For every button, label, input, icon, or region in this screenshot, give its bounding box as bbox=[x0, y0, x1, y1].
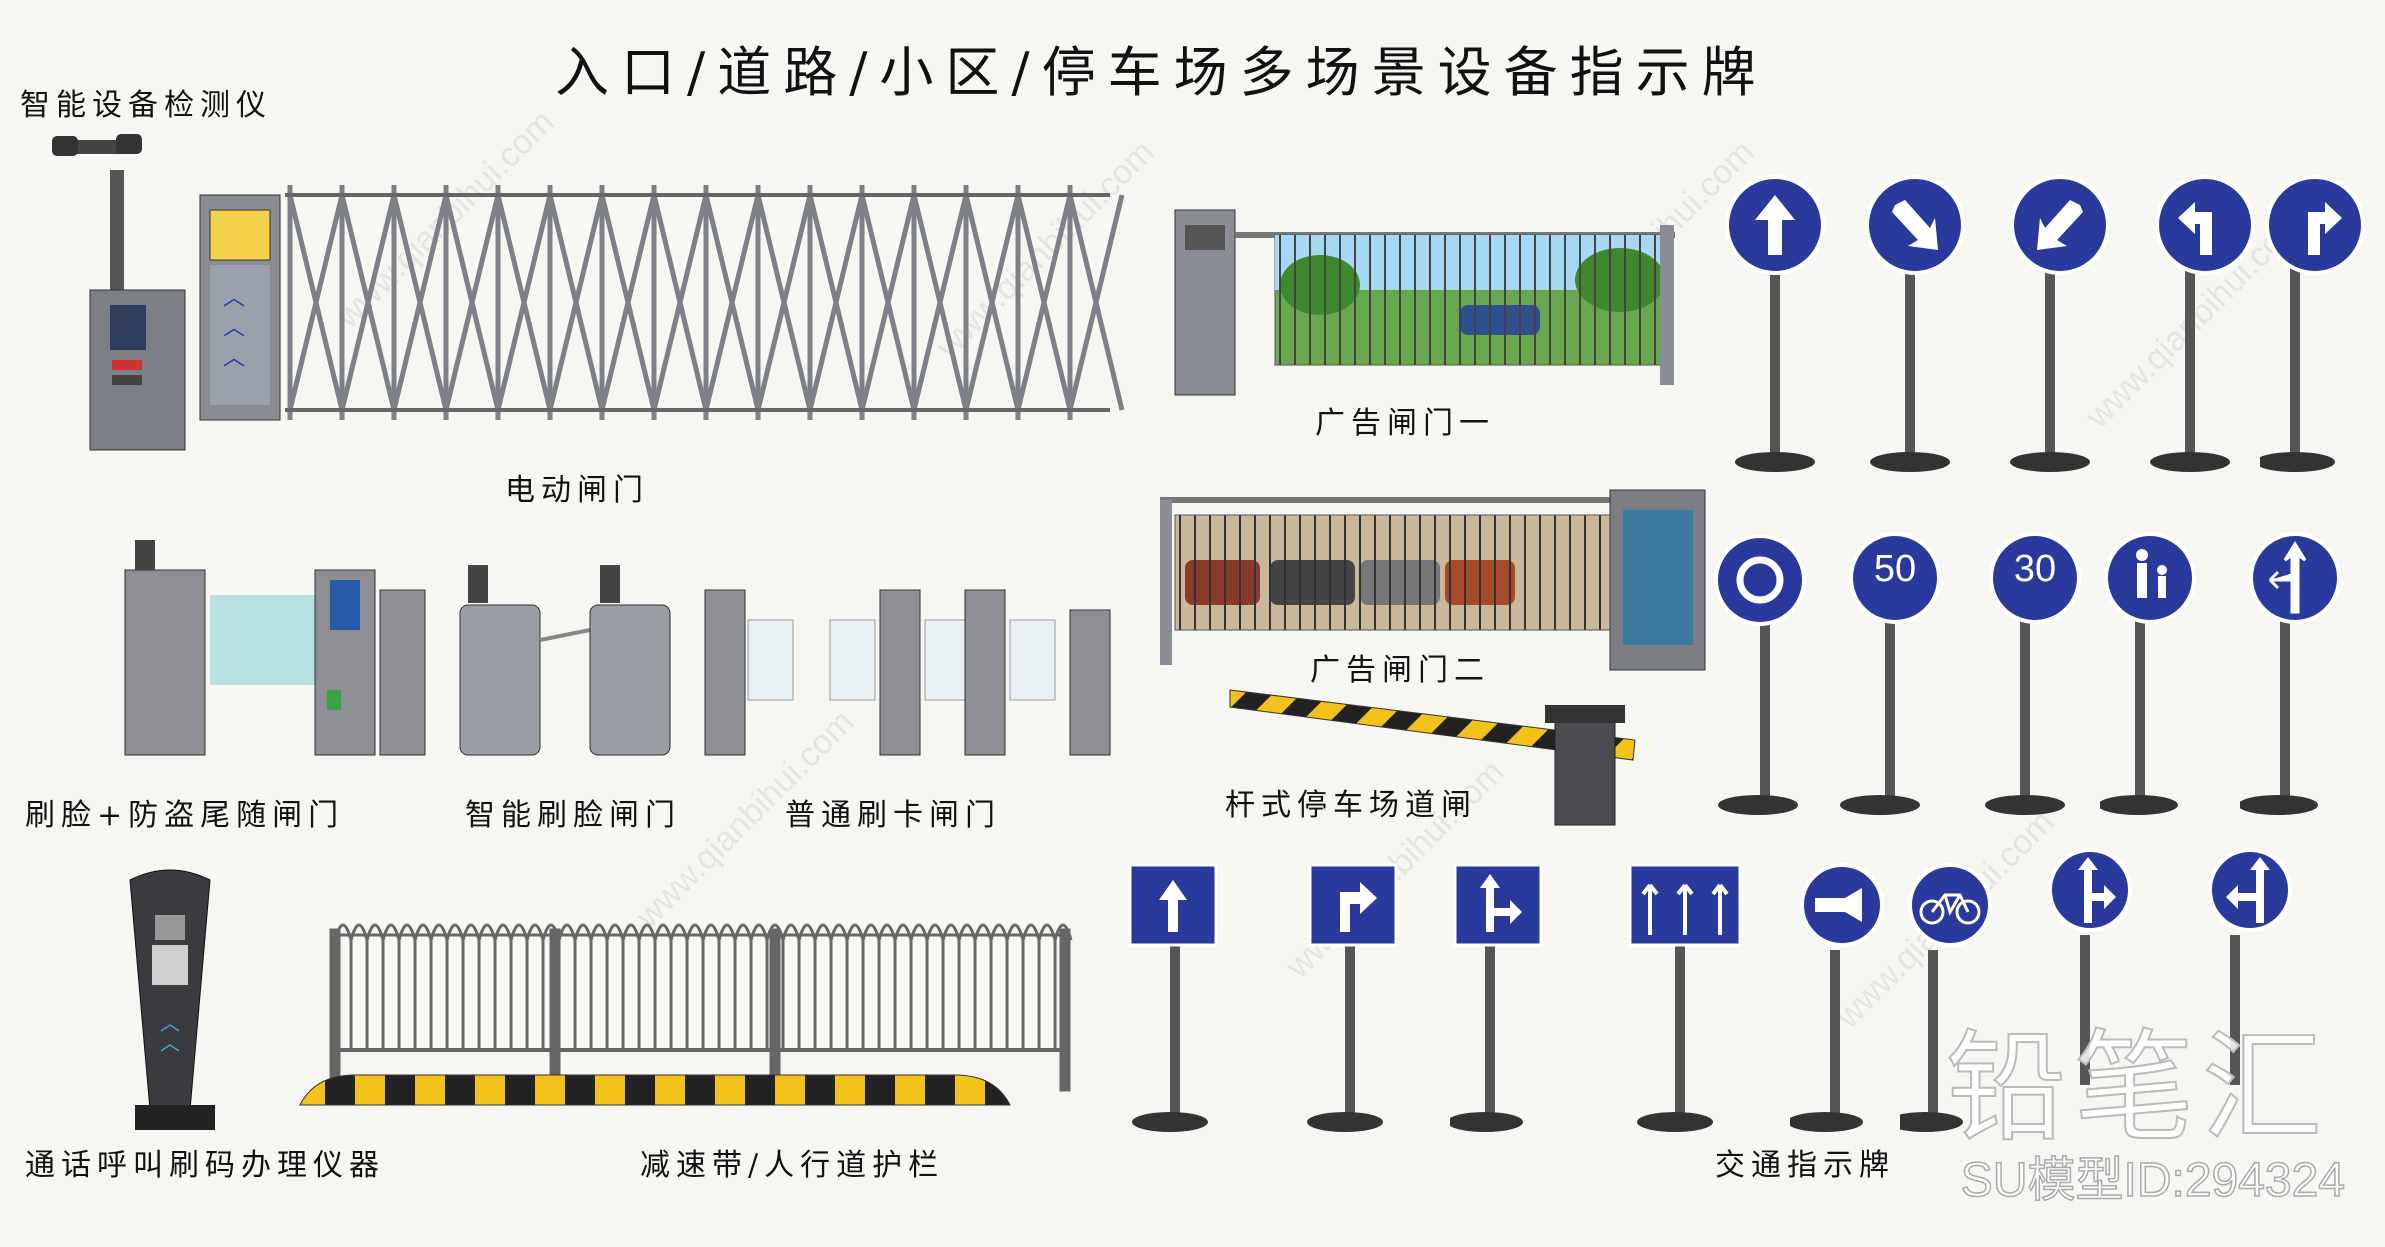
roundabout-sign bbox=[1714, 534, 1806, 815]
svg-text:︿: ︿ bbox=[223, 286, 245, 311]
ad-gate-one bbox=[1174, 209, 1675, 396]
page-title: 入口/道路/小区/停车场多场景设备指示牌 bbox=[555, 41, 1768, 104]
down-left-arrow-sign bbox=[2010, 175, 2110, 472]
electric-folding-gate: ︿ ︿ ︿ bbox=[199, 185, 1125, 421]
label-smart-face-gate: 智能刷脸闸门 bbox=[465, 798, 681, 833]
brand-watermark: 铅笔汇 bbox=[1945, 1018, 2330, 1159]
square-multi-lane-sign bbox=[1628, 863, 1742, 1132]
down-right-arrow-sign bbox=[1865, 175, 1965, 472]
square-straight-sign bbox=[1128, 863, 1218, 1132]
label-electric-gate: 电动闸门 bbox=[505, 473, 649, 508]
pedestrian-sign bbox=[2100, 532, 2196, 815]
label-card-gate: 普通刷卡闸门 bbox=[785, 798, 1001, 833]
label-intercom: 通话呼叫刷码办理仪器 bbox=[25, 1148, 385, 1183]
straight-right-round-sign bbox=[2048, 848, 2132, 1085]
speed-30-text: 30 bbox=[2013, 548, 2057, 590]
face-tailgate-device bbox=[124, 540, 426, 756]
svg-text:︿: ︿ bbox=[223, 346, 245, 371]
speed-bump bbox=[299, 1074, 1011, 1106]
label-speed-bump-fence: 减速带/人行道护栏 bbox=[640, 1148, 945, 1183]
straight-left-right-sign bbox=[2240, 532, 2341, 815]
pedestrian-fence bbox=[329, 923, 1073, 1092]
label-ad-gate-2: 广告闸门二 bbox=[1310, 653, 1490, 688]
label-traffic-signs: 交通指示牌 bbox=[1715, 1148, 1895, 1183]
smart-face-gate-device bbox=[459, 565, 671, 756]
svg-text:︿: ︿ bbox=[160, 1011, 180, 1035]
detector-device bbox=[52, 134, 186, 451]
ad-gate-two bbox=[1160, 489, 1706, 671]
horn-sign bbox=[1790, 863, 1884, 1132]
turn-right-arrow-sign bbox=[2260, 175, 2365, 472]
label-detector: 智能设备检测仪 bbox=[20, 88, 272, 123]
label-face-tailgate: 刷脸+防盗尾随闸门 bbox=[25, 798, 345, 833]
bicycle-sign bbox=[1900, 863, 1992, 1132]
square-straight-right-sign bbox=[1450, 863, 1543, 1132]
model-id-watermark: SU模型ID:294324 bbox=[1960, 1153, 2346, 1208]
svg-text:︿: ︿ bbox=[160, 1031, 180, 1055]
label-ad-gate-1: 广告闸门一 bbox=[1315, 406, 1495, 441]
svg-text:︿: ︿ bbox=[223, 316, 245, 341]
speed-limit-50-sign bbox=[1840, 532, 1941, 815]
label-barrier-gate: 杆式停车场道闸 bbox=[1225, 788, 1477, 823]
straight-arrow-sign bbox=[1725, 175, 1825, 472]
straight-left-round-sign bbox=[2208, 848, 2292, 1085]
intercom-kiosk: ︿ ︿ bbox=[129, 869, 215, 1130]
square-right-turn-sign bbox=[1307, 863, 1398, 1132]
turn-left-arrow-sign bbox=[2150, 175, 2255, 472]
card-swipe-gate-device bbox=[704, 589, 1111, 756]
speed-limit-30-sign bbox=[1985, 532, 2081, 815]
speed-50-text: 50 bbox=[1873, 548, 1917, 590]
barrier-arm-gate bbox=[1229, 689, 1636, 826]
